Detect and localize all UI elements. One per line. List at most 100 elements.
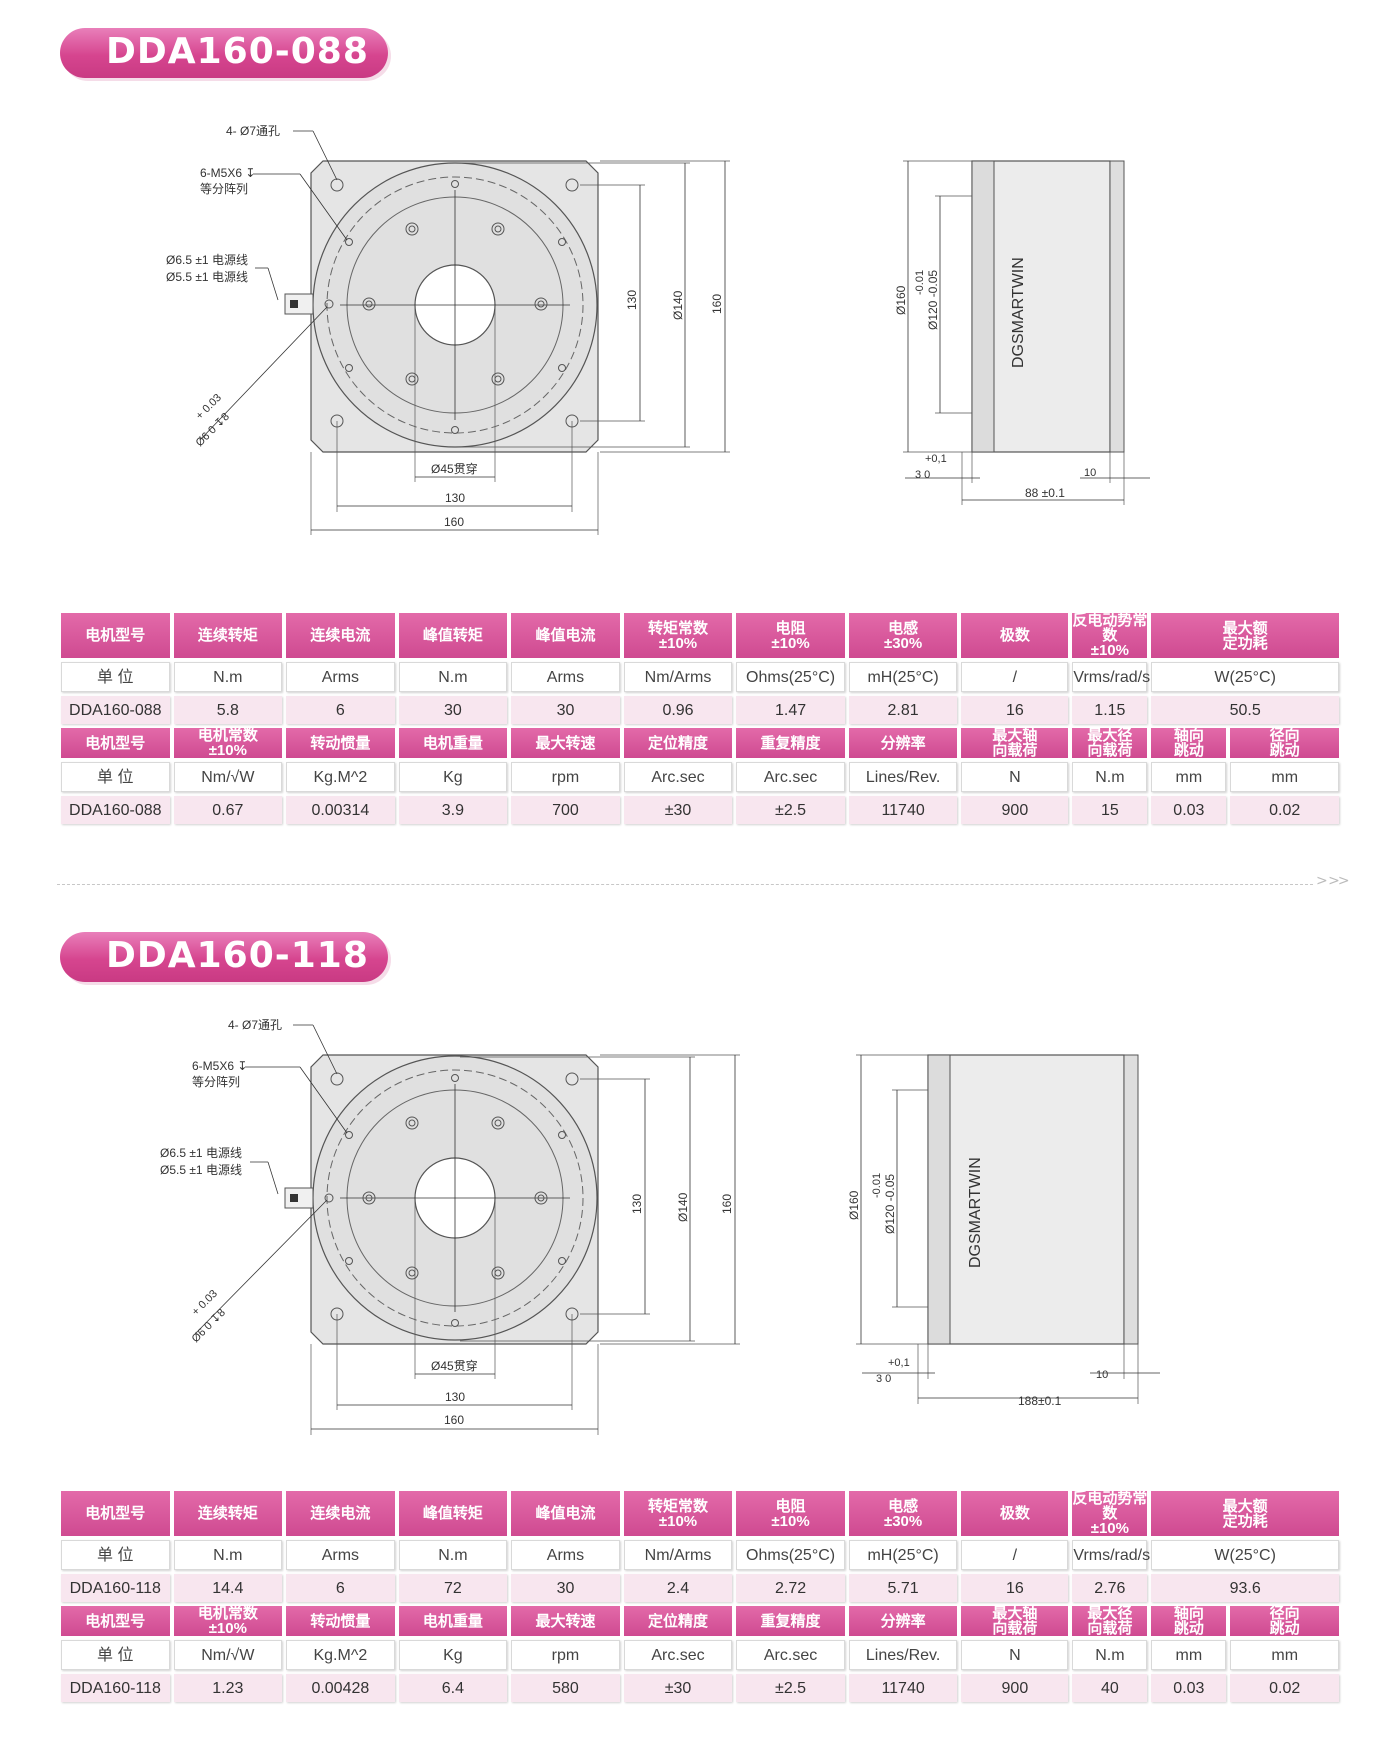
unit-cell: Kg bbox=[398, 1640, 508, 1670]
header-cell: 最大转速 bbox=[511, 1606, 620, 1636]
unit-cell: W(25°C) bbox=[1151, 1540, 1339, 1570]
header-row-2: 电机型号电机常数±10%转动惯量电机重量最大转速定位精度重复精度分辨率最大轴向载… bbox=[61, 728, 1339, 758]
header-cell: 最大轴向载荷 bbox=[961, 1606, 1069, 1636]
unit-cell: 单 位 bbox=[61, 1540, 170, 1570]
label-cable-1: Ø6.5 ±1 电源线 bbox=[166, 253, 248, 267]
dim-140: Ø140 bbox=[676, 1192, 690, 1222]
header-cell: 电机常数±10% bbox=[173, 728, 283, 758]
value-cell: 6.4 bbox=[398, 1674, 508, 1702]
header-cell: 最大转速 bbox=[511, 728, 620, 758]
label-pattern: 等分阵列 bbox=[200, 182, 248, 196]
header-row-2: 电机型号电机常数±10%转动惯量电机重量最大转速定位精度重复精度分辨率最大轴向载… bbox=[61, 1606, 1339, 1636]
unit-cell: 单 位 bbox=[61, 1640, 170, 1670]
header-cell: 最大径向载荷 bbox=[1072, 728, 1148, 758]
section-divider bbox=[57, 884, 1313, 885]
side-dim-120: Ø120 -0.05 bbox=[926, 270, 940, 330]
header-cell: 极数 bbox=[961, 1491, 1069, 1536]
unit-cell: Arc.sec bbox=[736, 762, 845, 792]
header-cell: 径向跳动 bbox=[1230, 1606, 1339, 1636]
label-threads: 6-M5X6 ↧ bbox=[200, 166, 255, 180]
value-cell: 1.15 bbox=[1072, 696, 1148, 724]
value-cell: 30 bbox=[398, 696, 508, 724]
side-tolerance-2: +0,1 bbox=[888, 1357, 910, 1369]
value-cell: 2.72 bbox=[736, 1574, 845, 1602]
header-cell: 轴向跳动 bbox=[1151, 1606, 1227, 1636]
unit-cell: Arc.sec bbox=[623, 762, 733, 792]
value-cell: 0.03 bbox=[1151, 1674, 1227, 1702]
header-cell: 电感±30% bbox=[848, 613, 958, 658]
unit-cell: Arms bbox=[286, 662, 395, 692]
header-cell: 定位精度 bbox=[623, 1606, 733, 1636]
unit-cell: Arms bbox=[511, 662, 620, 692]
value-cell: 15 bbox=[1072, 796, 1148, 824]
header-cell: 最大轴向载荷 bbox=[961, 728, 1069, 758]
dim-bore: Ø45贯穿 bbox=[431, 1358, 478, 1373]
unit-cell: / bbox=[961, 662, 1069, 692]
header-cell: 径向跳动 bbox=[1230, 728, 1339, 758]
side-view-body bbox=[927, 1054, 1125, 1345]
unit-cell: mm bbox=[1230, 1640, 1339, 1670]
dim-130-vertical: 130 bbox=[625, 290, 639, 310]
header-cell: 转动惯量 bbox=[286, 728, 395, 758]
value-cell: 16 bbox=[961, 1574, 1069, 1602]
value-cell: 0.02 bbox=[1230, 796, 1339, 824]
header-cell: 连续电流 bbox=[286, 613, 395, 658]
dim-130-vertical: 130 bbox=[630, 1194, 644, 1214]
value-cell: DDA160-088 bbox=[61, 796, 170, 824]
unit-cell: Lines/Rev. bbox=[848, 1640, 958, 1670]
value-cell: ±30 bbox=[623, 796, 733, 824]
value-cell: 2.81 bbox=[848, 696, 958, 724]
value-cell: ±30 bbox=[623, 1674, 733, 1702]
header-cell: 峰值电流 bbox=[511, 1491, 620, 1536]
dim-140: Ø140 bbox=[671, 290, 685, 320]
value-cell: 700 bbox=[511, 796, 620, 824]
model-title: DDA160-118 bbox=[106, 935, 369, 976]
spec-table: 电机型号连续转矩连续电流峰值转矩峰值电流转矩常数±10%电阻±10%电感±30%… bbox=[57, 1487, 1343, 1706]
value-cell: 40 bbox=[1072, 1674, 1148, 1702]
unit-cell: rpm bbox=[511, 1640, 620, 1670]
unit-cell: N bbox=[961, 762, 1069, 792]
side-dim-160: Ø160 bbox=[847, 1190, 861, 1220]
side-dim-3: 3 0 bbox=[915, 469, 930, 481]
unit-cell: 单 位 bbox=[61, 662, 170, 692]
header-cell: 最大径向载荷 bbox=[1072, 1606, 1148, 1636]
value-cell: 30 bbox=[511, 696, 620, 724]
header-cell: 电阻±10% bbox=[736, 613, 845, 658]
model-title-badge: DDA160-118 bbox=[60, 932, 388, 982]
unit-cell: N.m bbox=[398, 662, 508, 692]
header-cell: 电机型号 bbox=[61, 613, 170, 658]
label-threads: 6-M5X6 ↧ bbox=[192, 1059, 247, 1073]
unit-cell: Vrms/rad/s bbox=[1072, 1540, 1150, 1570]
label-cable-1: Ø6.5 ±1 电源线 bbox=[160, 1146, 242, 1160]
value-cell: 1.23 bbox=[173, 1674, 283, 1702]
unit-cell: Lines/Rev. bbox=[848, 762, 958, 792]
header-cell: 电机常数±10% bbox=[173, 1606, 283, 1636]
value-cell: 6 bbox=[286, 696, 395, 724]
value-cell: 5.8 bbox=[173, 696, 283, 724]
brand-mark: DGSMARTWIN bbox=[1010, 257, 1027, 368]
dim-130-horizontal: 130 bbox=[445, 491, 465, 505]
header-cell: 最大额定功耗 bbox=[1151, 613, 1339, 658]
label-pattern: 等分阵列 bbox=[192, 1075, 240, 1089]
side-dim-10: 10 bbox=[1084, 467, 1096, 479]
value-cell: 30 bbox=[511, 1574, 620, 1602]
value-cell: DDA160-118 bbox=[61, 1574, 170, 1602]
unit-cell: N.m bbox=[173, 1540, 283, 1570]
unit-cell: Arms bbox=[286, 1540, 395, 1570]
unit-cell: mm bbox=[1151, 762, 1227, 792]
unit-cell: N.m bbox=[398, 1540, 508, 1570]
header-cell: 电机重量 bbox=[398, 728, 508, 758]
header-cell: 峰值转矩 bbox=[398, 1491, 508, 1536]
side-view-body bbox=[971, 160, 1111, 453]
header-cell: 连续电流 bbox=[286, 1491, 395, 1536]
unit-cell: rpm bbox=[511, 762, 620, 792]
header-cell: 连续转矩 bbox=[173, 1491, 283, 1536]
dim-130-horizontal: 130 bbox=[445, 1390, 465, 1404]
label-holes: 4- Ø7通孔 bbox=[228, 1018, 282, 1032]
unit-cell: Nm/Arms bbox=[623, 1540, 733, 1570]
dim-160-vertical: 160 bbox=[710, 294, 724, 314]
header-cell: 电机型号 bbox=[61, 1491, 170, 1536]
